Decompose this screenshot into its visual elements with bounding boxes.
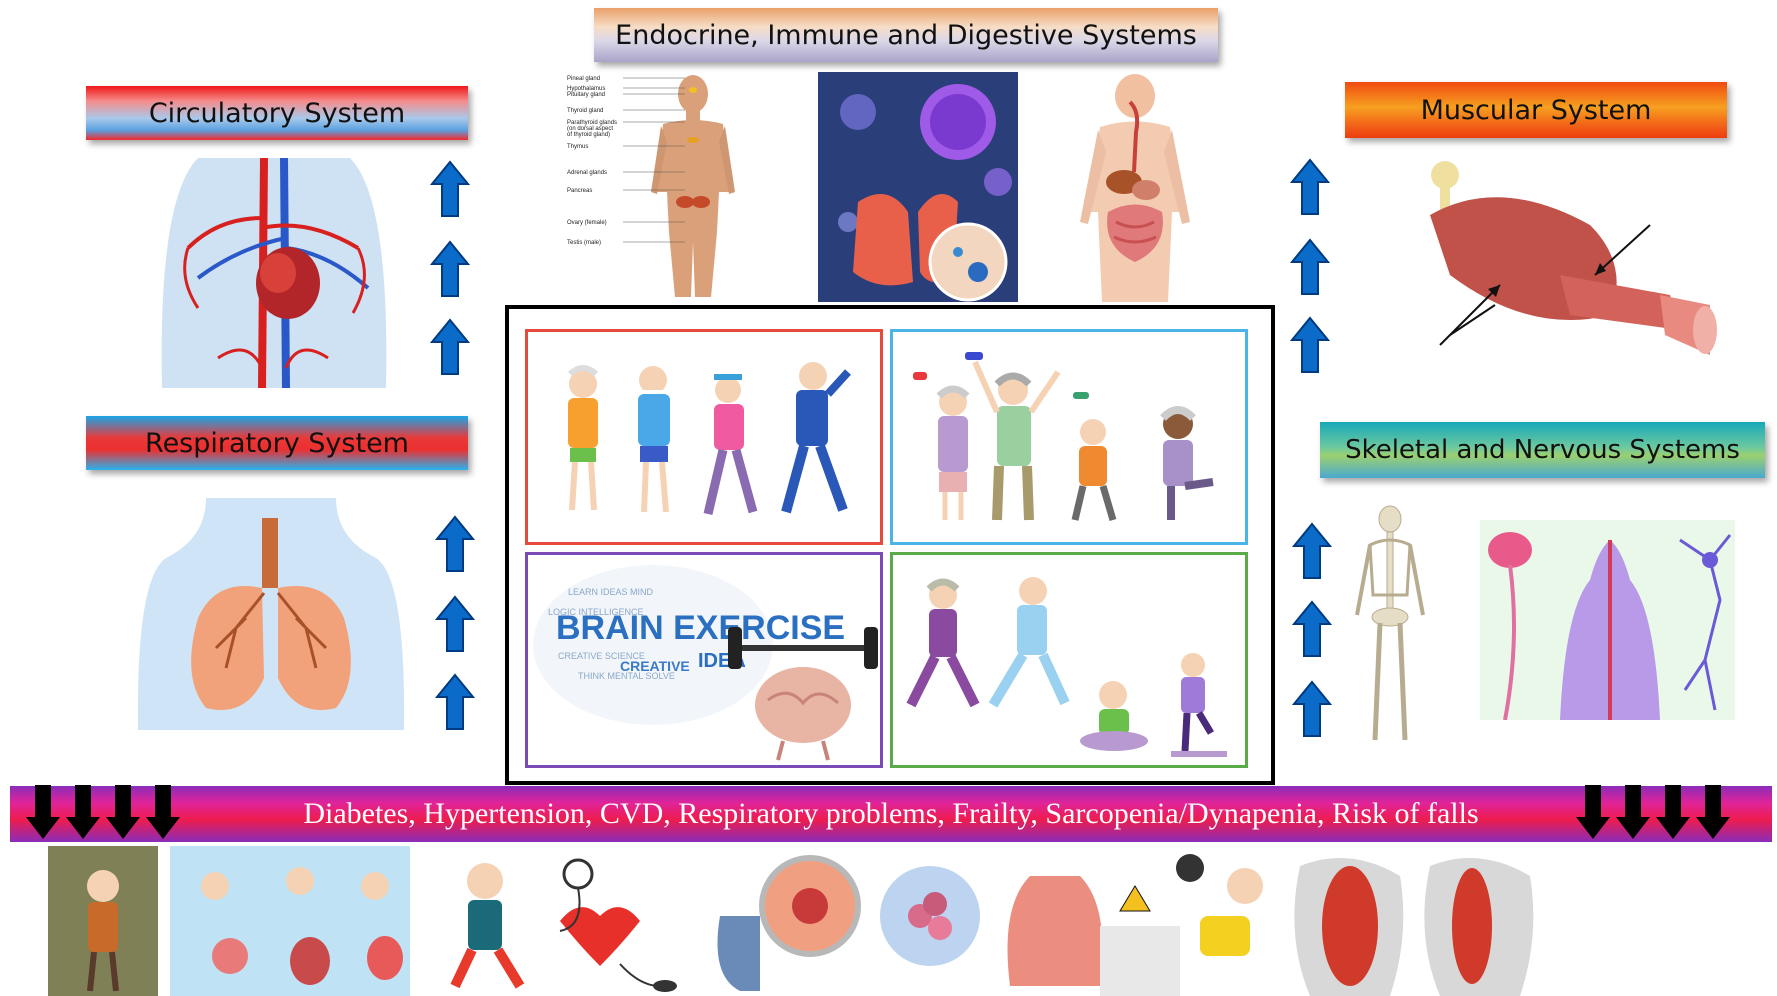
svg-text:LEARN IDEAS MIND: LEARN IDEAS MIND xyxy=(568,587,654,597)
alveoli-lungs-illustration xyxy=(880,866,1103,986)
diabetes-elder-illustration xyxy=(48,846,158,996)
down-arrow-icon xyxy=(66,785,100,839)
skeletal-nervous-banner: Skeletal and Nervous Systems xyxy=(1320,422,1765,478)
elder-figure xyxy=(567,365,599,511)
gland-label: Parathyroid glands xyxy=(567,120,617,126)
creative-word: CREATIVE xyxy=(620,658,690,674)
disease-risk-text: Diabetes, Hypertension, CVD, Respiratory… xyxy=(303,797,1479,830)
up-arrow-icon xyxy=(430,240,470,297)
elder-figure xyxy=(1071,392,1117,521)
svg-text:THINK MENTAL SOLVE: THINK MENTAL SOLVE xyxy=(578,671,675,681)
walking-elders-illustration xyxy=(567,362,851,516)
svg-text:CREATIVE SCIENCE: CREATIVE SCIENCE xyxy=(558,651,645,661)
elder-figure xyxy=(638,366,670,513)
elder-figure xyxy=(781,362,851,514)
gland-label: Pituitary gland xyxy=(567,92,605,98)
down-arrow-icon xyxy=(1576,785,1610,839)
down-arrow-icon xyxy=(106,785,140,839)
skeleton-figure xyxy=(1355,505,1425,741)
elder-figure xyxy=(906,578,980,708)
gland-label: (on dorsal aspect xyxy=(567,126,613,132)
gland-label: Hypothalamus xyxy=(567,86,605,92)
muscular-banner: Muscular System xyxy=(1345,82,1727,138)
down-arrow-icon xyxy=(1696,785,1730,839)
circulatory-system-figure xyxy=(161,158,387,388)
airway-lungs-illustration xyxy=(717,855,861,991)
respiratory-banner: Respiratory System xyxy=(86,416,468,470)
gland-label: Pancreas xyxy=(567,188,592,194)
down-arrow-icon xyxy=(146,785,180,839)
brain-lifting-dumbbell xyxy=(728,627,878,761)
elder-figure xyxy=(1160,406,1214,520)
gland-label: Thyroid gland xyxy=(567,108,603,114)
gland-label: Adrenal glands xyxy=(567,170,607,176)
flexibility-panel xyxy=(890,552,1248,768)
endocrine-banner: Endocrine, Immune and Digestive Systems xyxy=(594,8,1218,62)
immune-cells-figure xyxy=(818,72,1018,302)
up-arrow-icon xyxy=(1292,600,1332,657)
aerobic-walking-panel xyxy=(525,329,883,545)
brain-exercise-illustration: LEARN IDEAS MIND LOGIC INTELLIGENCE BRAI… xyxy=(533,565,878,761)
down-arrow-icon xyxy=(26,785,60,839)
up-arrow-icon xyxy=(430,160,470,217)
fall-risk-illustration xyxy=(1100,854,1263,996)
up-arrow-icon xyxy=(1292,522,1332,579)
up-arrow-icon xyxy=(1292,680,1332,737)
dumbbell-elders-illustration xyxy=(913,352,1214,521)
nervous-system-figure xyxy=(1480,520,1735,720)
gland-label: Ovary (female) xyxy=(567,220,607,226)
body-silhouette xyxy=(651,75,735,297)
gland-label: of thyroid gland) xyxy=(567,132,610,138)
muscle-tissue-figure xyxy=(1430,161,1717,355)
elder-figure xyxy=(1171,653,1227,757)
up-arrow-icon xyxy=(430,318,470,375)
elder-figure xyxy=(965,352,1061,521)
digestive-system-figure xyxy=(1080,74,1190,302)
svg-text:LOGIC INTELLIGENCE: LOGIC INTELLIGENCE xyxy=(548,607,644,617)
gland-label: Pineal gland xyxy=(567,76,600,82)
resistance-training-panel xyxy=(890,329,1248,545)
bottom-illustrations xyxy=(48,846,1534,996)
chest-pain-elder-illustration xyxy=(450,863,525,989)
circulatory-banner: Circulatory System xyxy=(86,86,468,140)
elder-figure xyxy=(913,372,970,520)
elder-figure xyxy=(1080,681,1148,751)
up-arrow-icon xyxy=(435,673,475,730)
elder-figure xyxy=(988,577,1070,708)
up-arrow-icon xyxy=(435,515,475,572)
brain-exercise-panel: LEARN IDEAS MIND LOGIC INTELLIGENCE BRAI… xyxy=(525,552,883,768)
up-arrow-icon xyxy=(1290,158,1330,215)
disease-risk-band: Diabetes, Hypertension, CVD, Respiratory… xyxy=(10,786,1772,842)
up-arrow-icon xyxy=(435,595,475,652)
up-arrow-icon xyxy=(1290,316,1330,373)
stretching-elders-illustration xyxy=(906,577,1227,757)
gland-label: Testis (male) xyxy=(567,240,601,246)
elder-figure xyxy=(703,374,758,516)
cardiac-symptoms-illustration xyxy=(170,846,410,996)
down-arrow-icon xyxy=(1616,785,1650,839)
hypertension-icon xyxy=(559,858,677,992)
brain-exercise-title: BRAIN EXERCISE xyxy=(556,609,845,647)
exercise-panel: LEARN IDEAS MIND LOGIC INTELLIGENCE BRAI… xyxy=(505,305,1275,785)
respiratory-system-figure xyxy=(137,498,405,730)
gland-label: Thymus xyxy=(567,144,588,150)
sarcopenia-muscle-illustration xyxy=(1294,858,1534,996)
down-arrow-icon xyxy=(1656,785,1690,839)
up-arrow-icon xyxy=(1290,238,1330,295)
